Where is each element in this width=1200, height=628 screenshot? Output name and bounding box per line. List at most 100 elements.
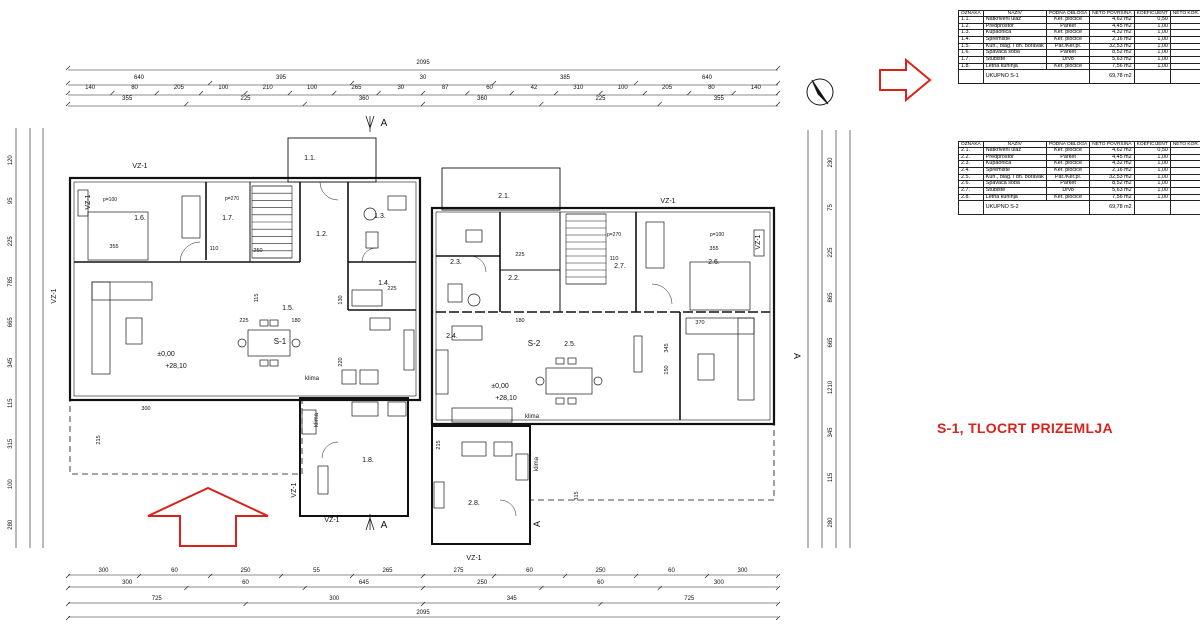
- dimension-label: 275: [453, 568, 464, 574]
- table-cell: 2,31 m2: [1169, 147, 1200, 155]
- table-cell: 32,53 m2: [1169, 42, 1200, 51]
- dimension-label: 280: [8, 519, 14, 530]
- table-cell: 7,56 m2: [1089, 62, 1135, 71]
- dimension-label: 645: [359, 580, 370, 586]
- ventilation-label: VZ-1: [85, 194, 92, 209]
- room-label: 2.5.: [564, 341, 576, 348]
- table-total-cell: [1133, 69, 1171, 85]
- door-swings: [179, 181, 673, 517]
- dimension-label: 640: [702, 75, 713, 81]
- dimension-label: 315: [8, 438, 14, 449]
- dimension-label: 225: [515, 252, 524, 258]
- red-arrow-up-icon: [147, 486, 269, 547]
- table-cell: Ker. pločice: [1045, 62, 1091, 71]
- room-label: 1.6.: [134, 215, 146, 222]
- table-cell: 7,56 m2: [1169, 62, 1200, 71]
- table-cell: 8,52 m2: [1169, 180, 1200, 189]
- dimension-label: 665: [828, 337, 834, 348]
- north-arrow-icon: [806, 78, 834, 106]
- dimension-label: 215: [96, 435, 102, 444]
- dimension-chains-right: [807, 130, 851, 548]
- dimension-label: 100: [8, 479, 14, 490]
- table-cell: 1,00: [1133, 193, 1171, 202]
- dimension-label: 140: [85, 85, 96, 91]
- dimension-label: 265: [382, 568, 393, 574]
- table-total-cell: UKUPNO S-1: [982, 69, 1091, 85]
- table-total-cell: 69,78 m2: [1089, 200, 1135, 216]
- room-label: 1.5.: [282, 305, 294, 312]
- dimension-label: 225: [8, 236, 14, 247]
- room-label: 1.1.: [304, 155, 316, 162]
- dimension-label: 205: [174, 85, 185, 91]
- section-marker-bottom: [365, 514, 375, 531]
- dimension-label: 60: [171, 568, 178, 574]
- red-arrow-right-icon: [879, 57, 932, 103]
- dimension-label: 300: [122, 580, 133, 586]
- room-label: 1.4.: [378, 280, 390, 287]
- aircon-label: klima: [534, 456, 540, 471]
- room-label: 1.7.: [222, 215, 234, 222]
- table-header-cell: PODNA OBLOGA: [1045, 140, 1091, 149]
- room-label: 2.1.: [498, 193, 510, 200]
- dimension-label: 100: [307, 85, 318, 91]
- table-cell: Letna kuhinja: [982, 62, 1047, 71]
- dimension-label: 300: [141, 406, 150, 412]
- level-mark: +28,10: [165, 363, 187, 370]
- dimension-label: 250: [595, 568, 606, 574]
- drawing-title: S-1, TLOCRT PRIZEMLJA: [937, 420, 1113, 436]
- dimension-chains-top: [65, 65, 781, 107]
- staircase-unit1: [251, 185, 293, 259]
- dimension-label: 865: [828, 292, 834, 303]
- table-cell: 4,32 m2: [1169, 160, 1200, 169]
- dimension-label: 110: [210, 246, 219, 252]
- table-total-cell: 67,48 m2: [1169, 200, 1200, 216]
- aircon-label: klima: [314, 412, 320, 427]
- dimension-label: 215: [436, 440, 442, 449]
- dimension-label: 345: [828, 427, 834, 438]
- dimension-label: 60: [668, 568, 675, 574]
- dimension-label: 120: [8, 155, 14, 166]
- table-cell: 32,53 m2: [1169, 173, 1200, 182]
- dimension-label: 80: [131, 85, 138, 91]
- room-label: 1.3.: [374, 213, 386, 220]
- table-total-cell: [958, 200, 984, 216]
- dimension-label: 360: [477, 96, 488, 102]
- dimension-label: 180: [291, 318, 300, 324]
- dimension-label: 55: [313, 568, 320, 574]
- dimension-label: 300: [329, 596, 340, 602]
- dimension-label: 225: [387, 286, 396, 292]
- dimension-label: 725: [684, 596, 695, 602]
- ventilation-label: VZ-1: [132, 163, 147, 170]
- table-total-row: UKUPNO S-269,78 m267,48 m2: [958, 200, 1200, 216]
- room-label: 2.2.: [508, 275, 520, 282]
- table-total-cell: [1133, 200, 1171, 216]
- table-header-cell: NETO POVRŠINA: [1089, 9, 1135, 18]
- staircase-unit2: [565, 213, 607, 285]
- dimension-label: 360: [359, 96, 370, 102]
- table-header-cell: NETO KOR. POVRŠINA: [1169, 140, 1200, 149]
- dimension-label: 300: [737, 568, 748, 574]
- building-outline: [68, 137, 776, 545]
- door-width-label: p=270: [607, 232, 621, 238]
- dimension-label: 130: [338, 295, 344, 304]
- dimension-label: 60: [526, 568, 533, 574]
- section-label: A: [532, 521, 542, 527]
- unit-label: S-1: [274, 337, 287, 346]
- dimension-label: 42: [531, 85, 538, 91]
- table-header-cell: NETO POVRŠINA: [1089, 140, 1135, 149]
- level-mark: ±0,00: [157, 351, 175, 358]
- dimension-label: 2095: [416, 60, 430, 66]
- table-cell: 2,16 m2: [1169, 36, 1200, 44]
- dimension-label: 225: [595, 96, 606, 102]
- dimension-label: 115: [8, 398, 14, 408]
- furniture-unit2: [433, 221, 765, 509]
- room-label: 1.8.: [362, 457, 374, 464]
- room-label: 2.3.: [450, 259, 462, 266]
